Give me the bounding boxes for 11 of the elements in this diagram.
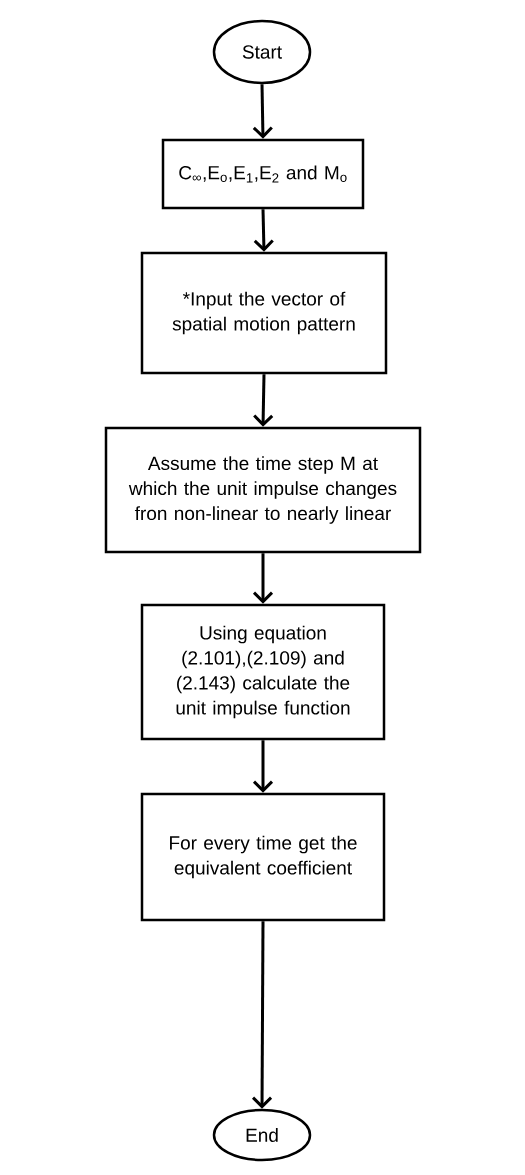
arrow [253, 374, 274, 427]
arrow [252, 740, 274, 793]
arrow [252, 84, 273, 139]
process-box: C$_{∞}$,E$_{o}$,E$_{1}$,E$_{2}$ and M$_{o}$ [161, 138, 365, 210]
arrow [253, 209, 274, 252]
arrow [252, 553, 274, 604]
process-box: Using equation (2.101),(2.109) and (2.143) calculate the unit impulse function [140, 603, 386, 741]
process-box: Assume the time step M at which the unit impulse changes fron non-linear to nearly linear [104, 426, 422, 554]
process-box: *Input the vector of spatial motion pattern [140, 251, 388, 375]
process-box: For every time get the equivalent coefficient [140, 792, 386, 922]
arrow [252, 921, 273, 1109]
